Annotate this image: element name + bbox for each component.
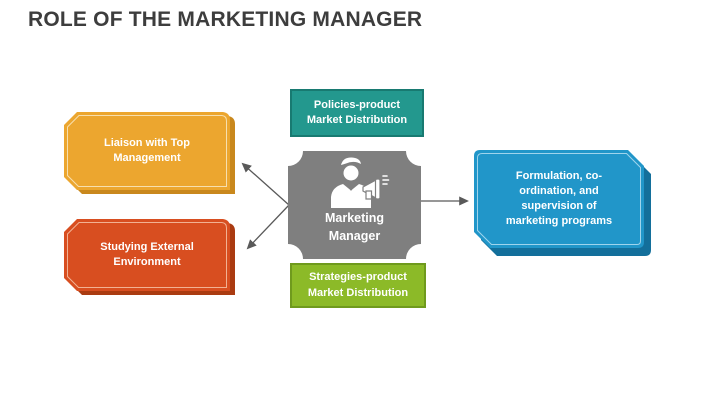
node-marketing-manager[interactable]: Marketing Manager <box>288 151 421 259</box>
node-formulation-coordination-supervision[interactable]: Formulation, co-ordination, and supervis… <box>474 150 654 260</box>
liaison-shape <box>64 112 235 194</box>
strategies-shape <box>290 263 426 308</box>
node-strategies-product-market-distribution[interactable]: Strategies-product Market Distribution <box>290 263 426 308</box>
person-with-megaphone-icon <box>331 157 390 208</box>
studying-shape <box>64 219 235 295</box>
arrow-center-to-studying <box>246 204 290 250</box>
node-studying-external-environment[interactable]: Studying External Environment <box>64 219 240 299</box>
formulation-shape <box>474 150 651 256</box>
page-title: ROLE OF THE MARKETING MANAGER <box>28 8 423 31</box>
node-policies-product-market-distribution[interactable]: Policies-product Market Distribution <box>290 89 424 137</box>
policies-shape <box>290 89 424 137</box>
node-liaison-with-top-management[interactable]: Liaison with Top Management <box>64 112 240 198</box>
arrow-center-to-liaison <box>241 162 290 206</box>
